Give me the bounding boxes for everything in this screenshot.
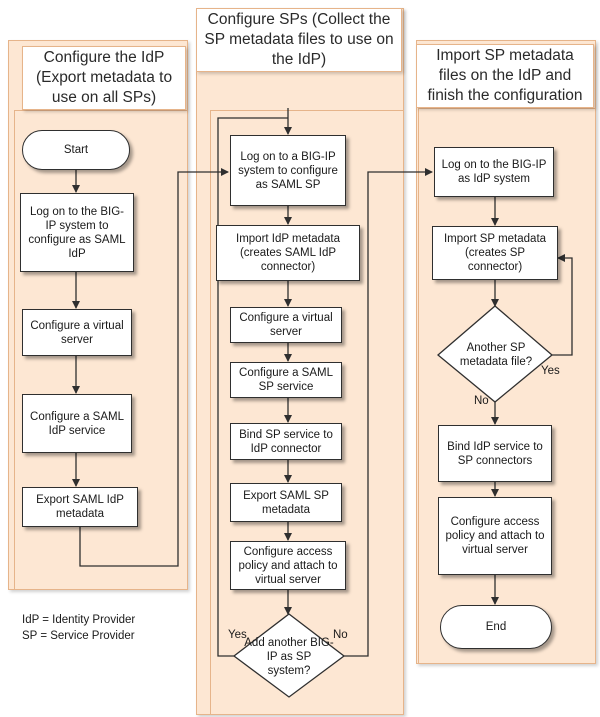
import-sp-metadata-step: Import SP metadata (creates SP connector… xyxy=(432,226,558,280)
legend-idp: IdP = Identity Provider xyxy=(22,614,136,626)
lane-title-sp: Configure SPs (Collect the SP metadata f… xyxy=(196,8,402,72)
import-access-policy-step: Configure access policy and attach to vi… xyxy=(438,497,552,575)
import-logon-step: Log on to the BIG-IP as IdP system xyxy=(434,147,554,197)
lane-title-import: Import SP metadata files on the IdP and … xyxy=(416,44,594,108)
start-terminator: Start xyxy=(22,130,130,170)
idp-logon-step: Log on to the BIG-IP system to configure… xyxy=(20,193,134,272)
sp-access-policy-step: Configure access policy and attach to vi… xyxy=(230,541,346,590)
sp-decision-no-label: No xyxy=(333,629,348,641)
idp-virtual-server-step: Configure a virtual server xyxy=(22,309,132,356)
sp-virtual-server-step: Configure a virtual server xyxy=(230,307,342,343)
import-decision-no-label: No xyxy=(474,395,489,407)
import-decision-yes-label: Yes xyxy=(541,365,560,377)
sp-export-metadata-step: Export SAML SP metadata xyxy=(230,483,342,522)
legend: IdP = Identity Provider SP = Service Pro… xyxy=(22,612,135,644)
idp-export-metadata-step: Export SAML IdP metadata xyxy=(22,487,138,527)
lane-title-idp: Configure the IdP (Export metadata to us… xyxy=(22,46,186,110)
idp-saml-service-step: Configure a SAML IdP service xyxy=(22,394,132,453)
sp-bind-step: Bind SP service to IdP connector xyxy=(230,423,342,460)
sp-logon-step: Log on to a BIG-IP system to configure a… xyxy=(230,135,346,206)
import-decision-text: Another SP metadata file? xyxy=(459,342,533,368)
end-terminator: End xyxy=(440,605,552,649)
legend-sp: SP = Service Provider xyxy=(22,630,135,642)
import-bind-step: Bind IdP service to SP connectors xyxy=(438,425,552,482)
sp-decision-text: Add another BIG-IP as SP system? xyxy=(244,637,334,677)
sp-import-idp-metadata-step: Import IdP metadata (creates SAML IdP co… xyxy=(216,225,360,281)
sp-decision-yes-label: Yes xyxy=(228,629,247,641)
sp-saml-service-step: Configure a SAML SP service xyxy=(230,362,342,398)
